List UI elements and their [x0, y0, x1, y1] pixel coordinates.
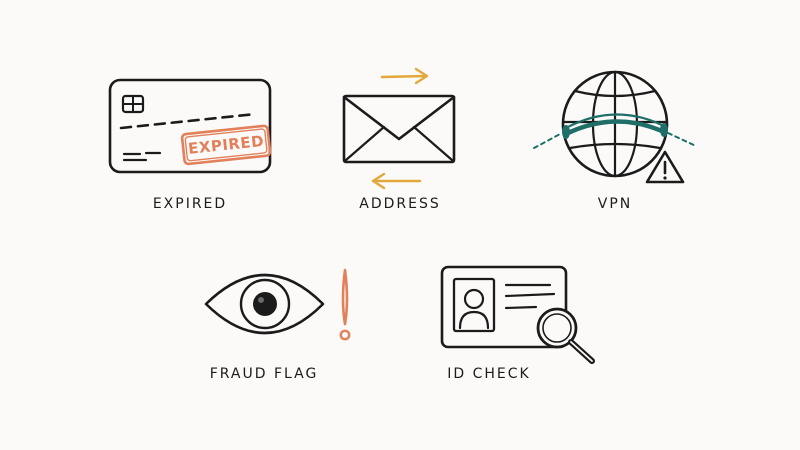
envelope-icon: [342, 67, 456, 190]
label-expired: EXPIRED: [152, 196, 228, 212]
expired-stamp-icon: EXPIRED: [180, 124, 272, 166]
exclamation-icon: [339, 268, 351, 341]
label-id-check: ID CHECK: [447, 366, 531, 382]
expired-card-icon: EXPIRED: [108, 78, 272, 174]
vpn-tunnel-icon: [562, 113, 668, 139]
globe-icon: [533, 70, 697, 184]
label-fraud-flag: FRAUD FLAG: [209, 366, 319, 382]
tile-vpn: VPN: [520, 60, 710, 230]
card-chip-icon: [121, 94, 145, 114]
tile-id-check: ID CHECK: [430, 262, 610, 392]
tile-expired: EXPIRED EXPIRED: [100, 70, 280, 230]
label-vpn: VPN: [597, 196, 633, 212]
id-card-icon: [440, 265, 595, 364]
magnifier-icon: [536, 307, 595, 364]
user-photo-icon: [452, 277, 496, 333]
arrow-left-icon: [371, 172, 422, 190]
label-address: ADDRESS: [359, 196, 441, 212]
warning-icon: [645, 150, 685, 184]
eye-icon: [204, 268, 351, 341]
arrow-right-icon: [380, 67, 429, 85]
tile-fraud-flag: FRAUD FLAG: [195, 262, 375, 392]
tile-address: ADDRESS: [310, 60, 490, 230]
